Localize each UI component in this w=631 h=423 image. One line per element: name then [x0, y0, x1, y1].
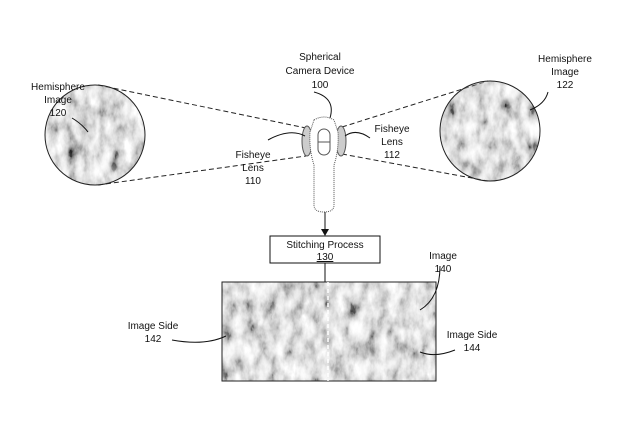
side-left-label: Image Side — [128, 321, 179, 332]
projection-lines — [97, 80, 489, 186]
camera-ref: 100 — [312, 80, 329, 91]
lens-right-label-2: Lens — [381, 137, 403, 148]
lens-left-ref: 110 — [245, 176, 261, 187]
hemi-left-label-1: Hemisphere — [31, 82, 85, 93]
leader-lines — [71, 91, 549, 356]
image-label: Image — [429, 251, 457, 262]
side-right-label: Image Side — [447, 330, 498, 341]
process-ref: 130 — [317, 252, 334, 263]
hemisphere-image-right — [439, 80, 541, 182]
lens-right-label-1: Fisheye — [374, 124, 409, 135]
image-ref: 140 — [435, 264, 452, 275]
arrow-icon — [321, 229, 329, 236]
hemi-right-label-2: Image — [551, 67, 579, 78]
stitching-process-box — [269, 235, 381, 264]
process-label: Stitching Process — [286, 240, 363, 251]
lens-right-ref: 112 — [384, 150, 400, 161]
stitched-panorama-image — [221, 281, 437, 382]
hemisphere-image-left — [44, 84, 146, 186]
side-left-ref: 142 — [145, 334, 162, 345]
lens-left-label-1: Fisheye — [235, 150, 270, 161]
lens-left-label-2: Lens — [242, 163, 264, 174]
side-right-ref: 144 — [464, 343, 481, 354]
spherical-camera-device — [301, 116, 347, 213]
camera-label-1: Spherical — [299, 52, 341, 63]
camera-label-2: Camera Device — [286, 66, 355, 77]
hemi-right-ref: 122 — [557, 80, 574, 91]
hemi-left-ref: 120 — [50, 108, 67, 119]
hemi-left-label-2: Image — [44, 95, 72, 106]
hemi-right-label-1: Hemisphere — [538, 54, 592, 65]
